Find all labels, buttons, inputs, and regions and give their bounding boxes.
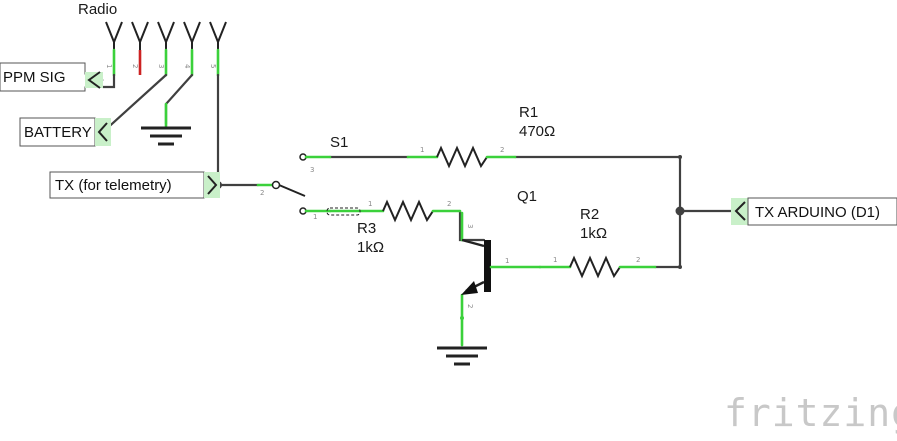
switch-pin-number: 2: [260, 189, 264, 197]
q1-collector: [461, 238, 485, 248]
radio-pin-number: 4: [183, 64, 191, 69]
resistor-pin-number: 1: [420, 146, 424, 154]
r3-name-label: R3: [357, 220, 376, 237]
transistor-q1: Q1 3 1: [460, 188, 542, 295]
r1-name-label: R1: [519, 104, 538, 121]
battery-label: BATTERY: [24, 124, 92, 141]
net-label-port: [204, 172, 220, 198]
q1-label: Q1: [517, 188, 537, 205]
wire-radio-ground: [164, 73, 194, 126]
transistor-pin-number: 2: [466, 304, 474, 308]
r3-selection-highlight: [326, 207, 361, 216]
radio-pin-number: 2: [131, 64, 139, 68]
resistor-pin-number: 2: [500, 146, 504, 154]
radio-connector: Radio 1 2 3 4 5: [78, 1, 227, 77]
net-label-port: [731, 198, 748, 225]
wire-r3-to-q1: [458, 209, 486, 242]
net-label-tx-telemetry: TX (for telemetry): [49, 171, 220, 199]
wire-bend: [678, 155, 682, 159]
resistor-pin-number: 2: [636, 256, 640, 264]
net-label-ppm-sig: PPM SIG: [0, 62, 104, 92]
resistor-pin-number: 2: [447, 200, 451, 208]
resistor-r3: R3 1kΩ 1 2: [326, 199, 462, 256]
ground-symbol-radio: [141, 102, 191, 146]
q1-base-bar: [484, 240, 491, 292]
radio-pin-number: 1: [105, 64, 113, 68]
net-label-chevron: [87, 71, 101, 89]
radio-label: Radio: [78, 1, 117, 18]
s1-label: S1: [330, 134, 348, 151]
q1-emitter-arrow: [461, 281, 478, 295]
ground-symbol-q1: 2: [437, 293, 487, 366]
switch-pin-number: 3: [310, 166, 314, 174]
net-label-tx-arduino: TX ARDUINO (D1): [731, 197, 897, 226]
net-label-chevron: [97, 122, 108, 142]
resistor-r2: R2 1kΩ 1 2: [538, 206, 657, 279]
net-label-chevron: [207, 175, 218, 195]
transistor-pin-number: 3: [466, 224, 474, 228]
net-label-port: [95, 118, 111, 146]
wire-bend: [678, 265, 682, 269]
radio-pin-number: 3: [157, 64, 165, 68]
junction-dot: [675, 206, 685, 216]
net-label-port: [85, 72, 103, 88]
r2-zigzag: [569, 255, 621, 279]
net-label-frame: [747, 197, 897, 226]
ppm-sig-label: PPM SIG: [3, 69, 66, 86]
transistor-pin-number: 1: [505, 257, 509, 265]
radio-pin-forks: [105, 21, 227, 50]
r1-value-label: 470Ω: [519, 123, 555, 140]
switch-lever: [278, 184, 306, 197]
r1-zigzag: [436, 145, 488, 169]
r2-name-label: R2: [580, 206, 599, 223]
r3-value-label: 1kΩ: [357, 239, 384, 256]
net-label-battery: BATTERY: [19, 117, 111, 147]
resistor-pin-number: 1: [553, 256, 557, 264]
wire-battery: [101, 73, 168, 134]
r3-zigzag: [382, 199, 434, 223]
switch-pin-number: 1: [313, 213, 317, 221]
wire-ppm: [101, 73, 116, 89]
switch-common-contact: [271, 180, 281, 190]
r2-value-label: 1kΩ: [580, 225, 607, 242]
tx-telemetry-label: TX (for telemetry): [55, 177, 172, 194]
resistor-pin-number: 1: [368, 200, 372, 208]
resistor-r1: R1 470Ω 1 2: [406, 104, 555, 169]
tx-arduino-label: TX ARDUINO (D1): [755, 204, 880, 221]
net-label-chevron: [734, 201, 746, 221]
fritzing-logo: fritzing: [724, 391, 897, 435]
switch-s1: S1 3 2 1: [256, 134, 348, 221]
radio-pin-number: 5: [209, 64, 217, 68]
